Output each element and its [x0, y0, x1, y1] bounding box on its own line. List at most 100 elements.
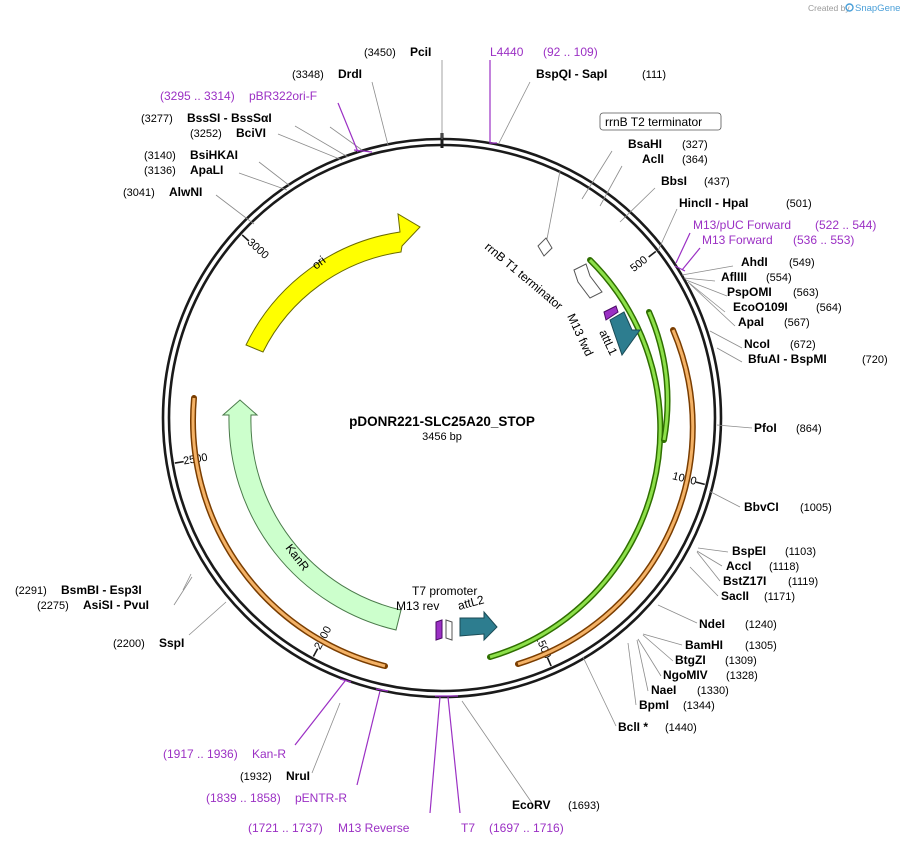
label-pos: (1839 .. 1858) [206, 791, 281, 805]
label-pos: (327) [682, 139, 708, 151]
label-pos: (3295 .. 3314) [160, 89, 235, 103]
label-name: EcoRV [512, 798, 550, 812]
label-name: BtgZI [675, 653, 706, 667]
label-pos: (1240) [745, 619, 777, 631]
label-pos: (1118) [769, 561, 799, 573]
credit-brand: SnapGene [855, 3, 900, 14]
t7-m13rev-attl2-features: T7 promoter M13 rev attL2 [396, 584, 498, 642]
label-name: BspEI [732, 544, 766, 558]
kanr-feature: KanR [221, 399, 402, 631]
label-pos: (563) [793, 287, 819, 299]
label-pos: (1693) [568, 800, 600, 812]
position-tick-mark [312, 648, 319, 657]
label-name: BbsI [661, 174, 687, 188]
label-pos: (3277) [141, 113, 173, 125]
label-pos: (1330) [697, 685, 729, 697]
label-name: DrdI [338, 67, 362, 81]
label-pos: (549) [789, 257, 815, 269]
label-name: BciVI [236, 126, 266, 140]
label-pos: (672) [790, 339, 816, 351]
rrnb-t2-label: rrnB T2 terminator [605, 115, 702, 129]
attl2-label: attL2 [456, 592, 486, 613]
label-name: BsiHKAI [190, 148, 238, 162]
plasmid-name: pDONR221-SLC25A20_STOP [349, 414, 535, 429]
label-pos: (1328) [726, 670, 758, 682]
label-name: AccI [726, 559, 751, 573]
label-name: BfuAI - BspMI [748, 352, 827, 366]
rrnb-t2-feature: rrnB T2 terminator [537, 112, 722, 257]
t7-promoter-label: T7 promoter [412, 584, 477, 598]
label-name: L4440 [490, 45, 524, 59]
label-name: BssSI - BssSαI [187, 111, 272, 125]
label-name: AhdI [741, 255, 768, 269]
label-pos: (2275) [37, 600, 69, 612]
label-pos: (1344) [683, 700, 715, 712]
label-name: PfoI [754, 421, 777, 435]
label-pos: (2200) [113, 638, 145, 650]
position-tick-mark [174, 460, 184, 464]
label-pos: (1005) [800, 502, 832, 514]
snapgene-logo-icon [845, 3, 854, 12]
label-name: BspQI - SapI [536, 67, 607, 81]
label-name: BstZ17I [723, 574, 766, 588]
label-pos: (522 .. 544) [815, 218, 876, 232]
label-name: Kan-R [252, 747, 286, 761]
label-name: AlwNI [169, 185, 202, 199]
label-pos: (1721 .. 1737) [248, 821, 323, 835]
label-name: BamHI [685, 638, 723, 652]
label-name: HincII - HpaI [679, 196, 748, 210]
site-labels: (3450) PciI L4440 (92 .. 109) BspQI - Sa… [15, 45, 888, 835]
label-name: M13/pUC Forward [693, 218, 791, 232]
label-name: BclI * [618, 720, 648, 734]
label-pos: (554) [766, 272, 792, 284]
label-pos: (1440) [665, 722, 697, 734]
label-pos: (567) [784, 317, 810, 329]
label-name: BpmI [639, 698, 669, 712]
label-name: T7 [461, 821, 475, 835]
label-pos: (3348) [292, 69, 324, 81]
label-name: M13 Forward [702, 233, 773, 247]
label-name: NaeI [651, 683, 676, 697]
label-name: AsiSI - PvuI [83, 598, 149, 612]
primer-lines [294, 60, 701, 814]
label-leader-lines [173, 60, 753, 804]
label-pos: (1305) [745, 640, 777, 652]
label-name: BsaHI [628, 137, 662, 151]
label-name: NgoMIV [663, 668, 708, 682]
label-name: NcoI [744, 337, 770, 351]
label-name: NdeI [699, 617, 725, 631]
label-name: NruI [286, 769, 310, 783]
label-name: BsmBI - Esp3I [61, 583, 142, 597]
label-pos: (501) [786, 198, 812, 210]
label-pos: (3136) [144, 165, 176, 177]
rrnb-t1-label: rrnB T1 terminator [482, 240, 565, 313]
position-tick-label: 500 [628, 254, 650, 275]
label-pos: (1119) [788, 576, 818, 588]
label-name: SspI [159, 636, 184, 650]
label-pos: (1932) [240, 771, 272, 783]
m13rev-label: M13 rev [396, 599, 439, 613]
orange-feature-arcs [190, 327, 696, 669]
label-name: pBR322ori-F [249, 89, 317, 103]
label-pos: (3450) [364, 47, 396, 59]
plasmid-length: 3456 bp [422, 431, 462, 443]
label-pos: (564) [816, 302, 842, 314]
label-pos: (1309) [725, 655, 757, 667]
label-name: M13 Reverse [338, 821, 410, 835]
label-name: AflIII [721, 270, 747, 284]
label-pos: (3041) [123, 187, 155, 199]
position-tick-label: 3000 [245, 236, 271, 261]
position-tick-mark [695, 481, 705, 486]
label-pos: (1171) [764, 591, 795, 603]
position-tick-mark [241, 234, 250, 242]
label-pos: (720) [862, 354, 888, 366]
credit-prefix: Created by [808, 3, 850, 13]
label-name: pENTR-R [295, 791, 347, 805]
attl1-feature: attL1 [596, 311, 641, 358]
position-tick-mark [546, 657, 552, 667]
label-name: PspOMI [727, 285, 772, 299]
label-name: EcoO109I [733, 300, 788, 314]
label-pos: (364) [682, 154, 708, 166]
label-pos: (536 .. 553) [793, 233, 854, 247]
